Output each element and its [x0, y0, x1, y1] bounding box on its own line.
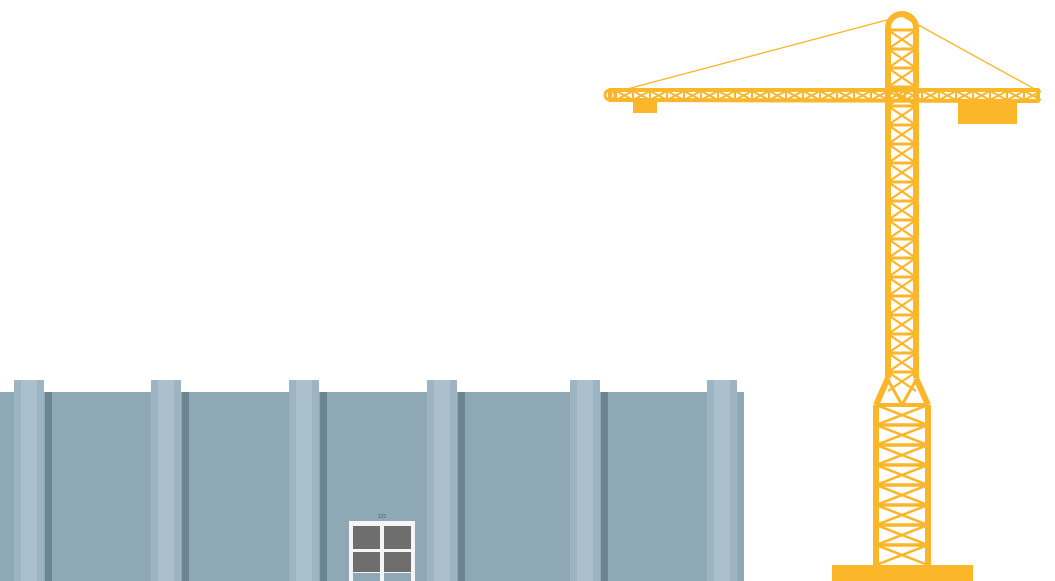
building-pilaster — [151, 380, 189, 581]
crane-mast-upper — [885, 26, 919, 392]
entrance-pane-top-right — [384, 526, 411, 549]
tower-crane-icon — [603, 11, 1042, 581]
crane-cable-right — [901, 15, 1041, 93]
crane-jib-outline — [608, 88, 1040, 103]
building-pilaster — [14, 380, 52, 581]
crane-jib — [603, 88, 1042, 103]
crane-cable-left — [611, 15, 903, 94]
building-pilaster — [707, 380, 737, 581]
building-pilasters — [14, 380, 737, 581]
building-pilaster — [570, 380, 608, 581]
building-pilaster — [289, 380, 327, 581]
address-number: 123 — [378, 514, 387, 520]
entrance-threshold-left — [353, 573, 380, 581]
building: 123 — [0, 380, 744, 581]
building-pilaster — [427, 380, 465, 581]
entrance-threshold-right — [384, 573, 411, 581]
building-entrance: 123 — [349, 514, 415, 581]
entrance-pane-bottom-right — [384, 552, 411, 572]
entrance-pane-top-left — [353, 526, 380, 549]
crane-mast-lower — [873, 403, 931, 567]
entrance-pane-bottom-left — [353, 552, 380, 572]
crane-base — [832, 565, 973, 581]
crane-mast-cap — [885, 11, 919, 29]
crane-jib-lattice — [615, 90, 1042, 101]
crane-counterweight — [958, 100, 1017, 124]
crane-hook-block — [633, 100, 657, 113]
